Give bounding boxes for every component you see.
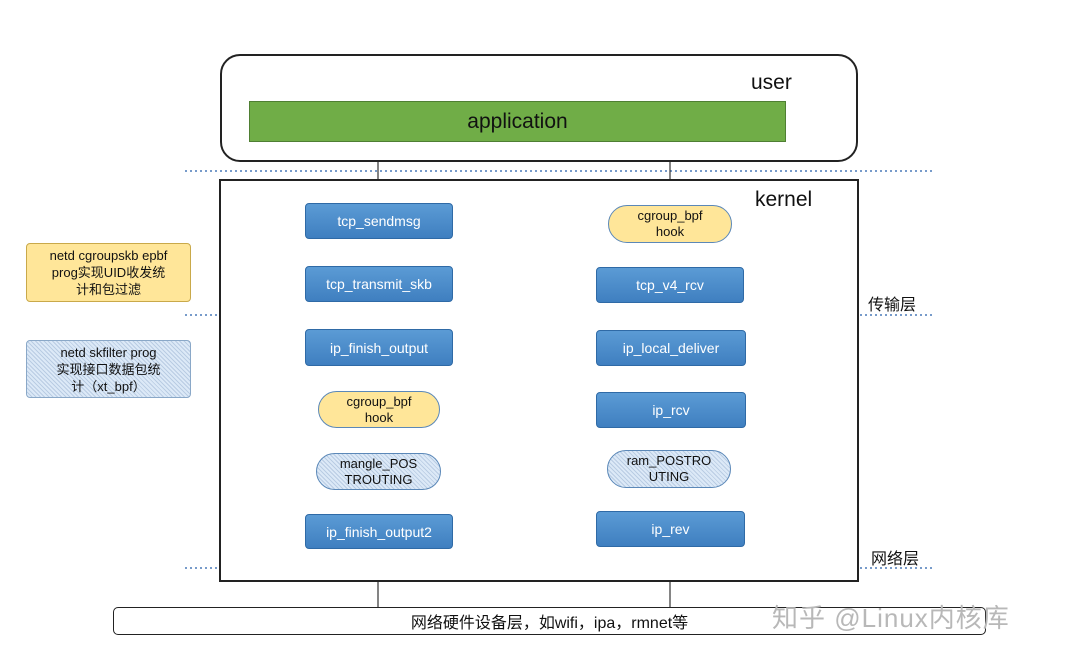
- ram-postrouting-line-2: UTING: [648, 469, 690, 484]
- kernel-space-region: [219, 179, 859, 582]
- cgroupskb-note: netd cgroupskb epbf prog实现UID收发统 计和包过滤: [26, 243, 191, 302]
- hardware-layer-bar: 网络硬件设备层，如wifi，ipa，rmnet等: [113, 607, 986, 635]
- ingress-cgroup-bpf-hook-node: cgroup_bpf hook: [608, 205, 732, 243]
- skfilter-note-line-1: netd skfilter prog: [60, 344, 157, 360]
- skfilter-note-line-2: 实现接口数据包统: [56, 361, 161, 377]
- egress-hook-line-1: cgroup_bpf: [346, 393, 412, 409]
- ip-finish-output-node: ip_finish_output: [305, 329, 453, 366]
- cgroupskb-note-line-3: 计和包过滤: [75, 282, 141, 297]
- watermark-text: 知乎 @Linux内核库: [772, 603, 1010, 633]
- user-label: user: [751, 71, 792, 94]
- tcp-transmit-skb-node: tcp_transmit_skb: [305, 266, 453, 302]
- cgroupskb-note-line-2: prog实现UID收发统: [51, 265, 166, 280]
- mangle-line-1: mangle_POS: [339, 455, 418, 471]
- ip-rev-node: ip_rev: [596, 511, 745, 547]
- cgroupskb-note-line-1: netd cgroupskb epbf: [49, 248, 168, 263]
- application-bar: application: [249, 101, 786, 142]
- egress-cgroup-bpf-hook-node: cgroup_bpf hook: [318, 391, 440, 428]
- ingress-hook-line-2: hook: [655, 224, 685, 239]
- ram-postrouting-line-1: ram_POSTRO: [626, 453, 712, 468]
- tcp-v4-rcv-node: tcp_v4_rcv: [596, 267, 744, 303]
- kernel-label: kernel: [755, 188, 813, 211]
- ingress-hook-line-1: cgroup_bpf: [637, 208, 703, 223]
- egress-hook-line-2: hook: [364, 409, 394, 425]
- ip-rcv-node: ip_rcv: [596, 392, 746, 428]
- tcp-sendmsg-node: tcp_sendmsg: [305, 203, 453, 239]
- transport-layer-label: 传输层: [868, 297, 917, 314]
- network-layer-label: 网络层: [871, 551, 920, 568]
- ip-finish-output2-node: ip_finish_output2: [305, 514, 453, 549]
- ip-local-deliver-node: ip_local_deliver: [596, 330, 746, 366]
- mangle-line-2: TROUTING: [344, 471, 413, 487]
- skfilter-note: netd skfilter prog 实现接口数据包统 计（xt_bpf）: [26, 340, 191, 398]
- mangle-postrouting-node: mangle_POS TROUTING: [316, 453, 441, 490]
- skfilter-note-line-3: 计（xt_bpf）: [71, 378, 146, 394]
- ram-postrouting-node: ram_POSTRO UTING: [607, 450, 731, 488]
